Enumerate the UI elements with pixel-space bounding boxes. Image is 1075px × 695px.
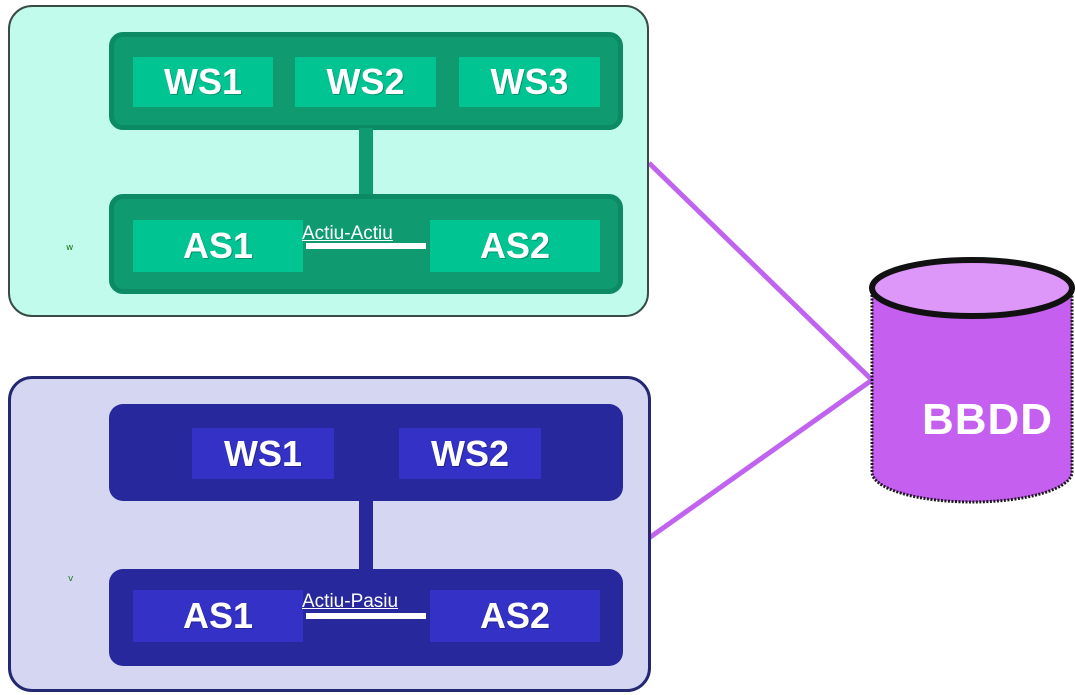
database-label: BBDD (921, 395, 1054, 444)
replication-line-passive (306, 613, 426, 619)
replication-line-active (306, 243, 426, 249)
as1-server-box: AS1 (133, 590, 303, 642)
replication-label-active: Actiu-Actiu (302, 223, 393, 244)
cluster-passive-mark: v (68, 574, 74, 584)
database-top (869, 257, 1075, 319)
database-body (870, 288, 1074, 504)
ws1-server-box: WS1 (133, 57, 273, 107)
database-cylinder-icon (869, 257, 1075, 504)
as2-server-box: AS2 (430, 220, 600, 272)
replication-label-passive: Actiu-Pasiu (302, 591, 399, 612)
web-tier-passive (109, 404, 623, 501)
ws1-server-box: WS1 (192, 428, 334, 479)
ws2-server-box: WS2 (399, 428, 541, 479)
web-app-link-passive (359, 499, 373, 571)
as2-server-box: AS2 (430, 590, 600, 642)
as1-server-box: AS1 (133, 220, 303, 272)
web-app-link-active (359, 128, 373, 198)
connector-active-cluster (647, 161, 874, 382)
ws2-server-box: WS2 (295, 57, 436, 107)
ws3-server-box: WS3 (459, 57, 600, 107)
cluster-active-mark: w (66, 243, 74, 253)
connector-passive-cluster (647, 377, 874, 541)
